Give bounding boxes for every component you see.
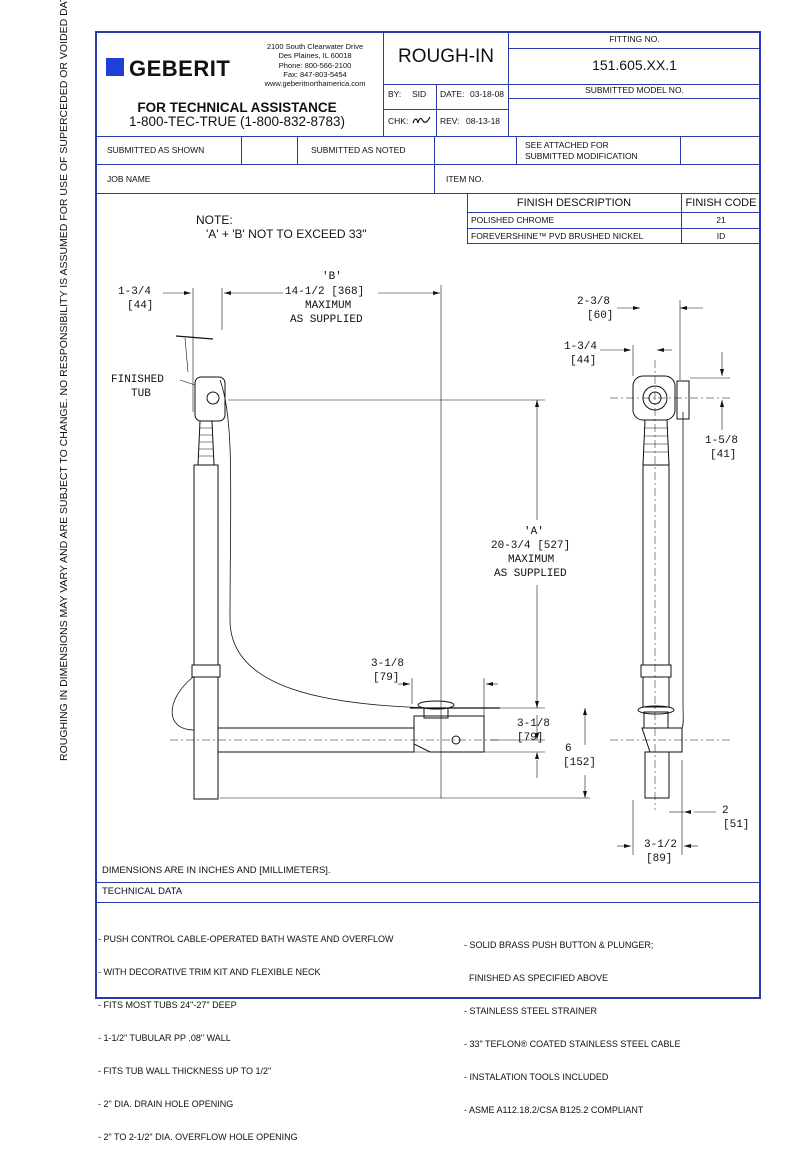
date-value: 03-18-08 (470, 89, 505, 99)
dim-label: 1-3/4 (564, 341, 598, 353)
units-note: DIMENSIONS ARE IN INCHES AND [MILLIMETER… (102, 865, 331, 876)
list-item: - INSTALATION TOOLS INCLUDED (464, 1072, 609, 1082)
technical-left-list: - PUSH CONTROL CABLE-OPERATED BATH WASTE… (98, 912, 394, 1154)
grid-line (681, 193, 682, 243)
list-item: - WITH DECORATIVE TRIM KIT AND FLEXIBLE … (98, 967, 321, 977)
brand-name: GEBERIT (129, 56, 231, 81)
list-item: - 2" TO 2-1/2" DIA. OVERFLOW HOLE OPENIN… (98, 1132, 298, 1142)
grid-line (508, 48, 761, 49)
dim-label: 1-5/8 (705, 435, 739, 447)
dim-label: [44] (127, 300, 154, 312)
grid-line (467, 212, 761, 213)
document-type: ROUGH-IN (397, 46, 495, 67)
grid-line (467, 193, 468, 243)
dim-label: 14-1/2 [368] (285, 286, 365, 298)
by-value: SID (412, 89, 427, 99)
list-item: - 2" DIA. DRAIN HOLE OPENING (98, 1099, 234, 1109)
dim-label: 20-3/4 [527] (491, 540, 571, 552)
grid-line (467, 228, 761, 229)
grid-line (95, 136, 761, 137)
grid-line (95, 193, 761, 194)
dim-label: 1-3/4 (118, 286, 152, 298)
item-no-label: ITEM NO. (446, 174, 484, 184)
finish-row-code: 21 (716, 215, 726, 225)
dim-label: 3-1/8 (517, 718, 551, 730)
note-body: 'A' + 'B' NOT TO EXCEED 33" (206, 227, 367, 241)
fitting-value: 151.605.XX.1 (592, 57, 677, 73)
finish-desc-header: FINISH DESCRIPTION (516, 197, 632, 209)
dim-label: [152] (563, 757, 597, 769)
grid-line (95, 902, 761, 903)
list-item: - FITS TUB WALL THICKNESS UP TO 1/2" (98, 1066, 272, 1076)
model-label: SUBMITTED MODEL NO. (585, 85, 684, 95)
grid-line (434, 136, 435, 193)
geberit-logo-icon (106, 58, 124, 76)
assist-phone: 1-800-TEC-TRUE (1-800-832-8783) (128, 114, 346, 129)
dim-label: 'A' (524, 526, 544, 538)
dim-label: 2 (722, 805, 729, 817)
finish-row-code: ID (716, 231, 726, 241)
callout-label: FINISHED (111, 374, 164, 386)
finish-row-desc: POLISHED CHROME (471, 215, 555, 225)
finish-code-header: FINISH CODE (685, 197, 757, 209)
date-label: DATE: (440, 89, 465, 99)
list-item: - FITS MOST TUBS 24"-27" DEEP (98, 1000, 237, 1010)
chk-label: CHK: (388, 116, 409, 126)
dim-label: AS SUPPLIED (494, 568, 567, 580)
fitting-label: FITTING NO. (609, 34, 660, 44)
grid-line (383, 31, 384, 136)
company-address: 2100 South Clearwater Drive Des Plaines,… (264, 42, 366, 89)
grid-line (467, 243, 761, 244)
grid-line (297, 136, 298, 164)
grid-line (680, 136, 681, 164)
dim-label: 3-1/8 (371, 658, 405, 670)
disclaimer-side-note: ROUGHING IN DIMENSIONS MAY VARY AND ARE … (58, 0, 70, 761)
dim-label: MAXIMUM (305, 300, 352, 312)
grid-line (508, 31, 509, 136)
grid-line (436, 84, 437, 136)
by-label: BY: (388, 89, 402, 99)
dim-label: 2-3/8 (577, 296, 611, 308)
note-title: NOTE: (196, 213, 233, 227)
grid-line (508, 98, 761, 99)
list-item: - 33" TEFLON® COATED STAINLESS STEEL CAB… (464, 1039, 681, 1049)
grid-line (383, 84, 761, 85)
grid-line (95, 882, 761, 883)
job-name-label: JOB NAME (107, 174, 151, 184)
grid-line (516, 136, 517, 164)
rev-value: 08-13-18 (466, 116, 501, 126)
title-block-frame (95, 31, 761, 999)
dim-label: [60] (587, 310, 614, 322)
dim-label: 3-1/2 (644, 839, 678, 851)
dim-label: [79] (517, 732, 544, 744)
list-item: FINISHED AS SPECIFIED ABOVE (464, 973, 609, 983)
technical-right-list: - SOLID BRASS PUSH BUTTON & PLUNGER; FIN… (464, 918, 681, 1127)
grid-line (383, 109, 508, 110)
list-item: - STAINLESS STEEL STRAINER (464, 1006, 598, 1016)
finish-row-desc: FOREVERSHINE™ PVD BRUSHED NICKEL (471, 231, 644, 241)
grid-line (95, 164, 761, 165)
technical-data-title: TECHNICAL DATA (102, 886, 183, 897)
dim-label: [79] (373, 672, 400, 684)
submitted-as-shown: SUBMITTED AS SHOWN (107, 145, 205, 155)
dim-label: MAXIMUM (508, 554, 555, 566)
dim-label: [89] (646, 853, 673, 865)
grid-line (241, 136, 242, 164)
callout-label: TUB (131, 388, 151, 400)
list-item: - PUSH CONTROL CABLE-OPERATED BATH WASTE… (98, 934, 394, 944)
dim-label: 'B' (322, 271, 342, 283)
assist-title: FOR TECHNICAL ASSISTANCE (137, 100, 337, 115)
rev-label: REV: (440, 116, 460, 126)
list-item: - 1-1/2" TUBULAR PP .08" WALL (98, 1033, 231, 1043)
dim-label: [41] (710, 449, 737, 461)
dim-label: 6 (565, 743, 572, 755)
see-attached: SEE ATTACHED FOR SUBMITTED MODIFICATION (525, 140, 638, 161)
list-item: - SOLID BRASS PUSH BUTTON & PLUNGER; (464, 940, 654, 950)
dim-label: [44] (570, 355, 597, 367)
list-item: - ASME A112.18.2/CSA B125.2 COMPLIANT (464, 1105, 644, 1115)
dim-label: AS SUPPLIED (290, 314, 363, 326)
submitted-as-noted: SUBMITTED AS NOTED (311, 145, 406, 155)
dim-label: [51] (723, 819, 750, 831)
